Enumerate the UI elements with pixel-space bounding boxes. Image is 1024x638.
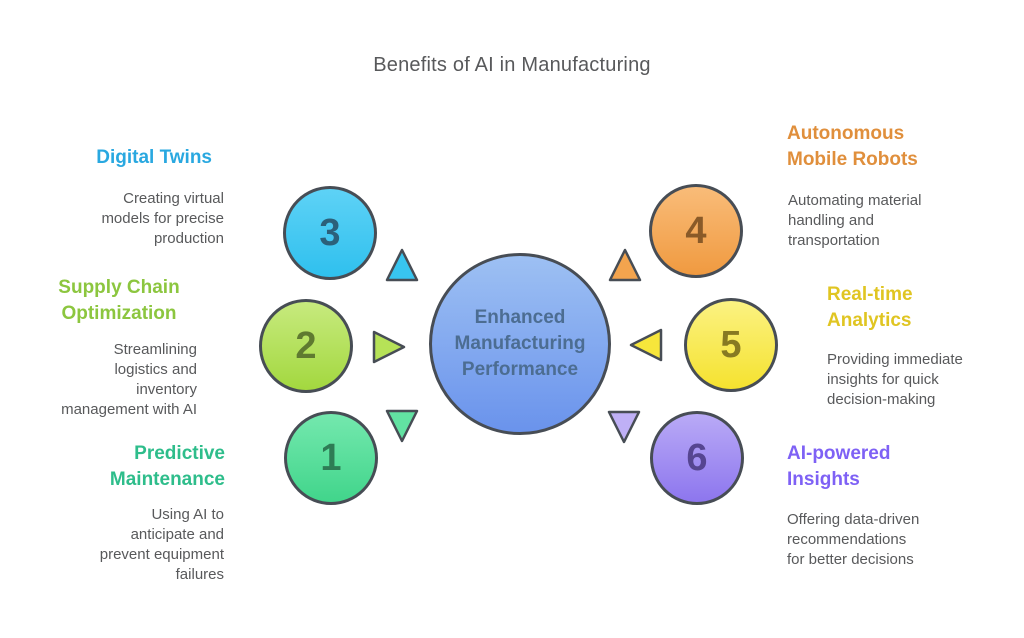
description-digital-twins: Creating virtual models for precise prod… xyxy=(101,190,224,247)
circle-6-ai-powered-insights: 6 xyxy=(650,411,744,505)
description-real-time-analytics: Providing immediate insights for quick d… xyxy=(827,351,963,408)
center-circle-enhanced-performance: Enhanced Manufacturing Performance xyxy=(429,253,611,435)
circle-4-autonomous-mobile-robots: 4 xyxy=(649,184,743,278)
circle-3-digital-twins: 3 xyxy=(283,186,377,280)
circle-4-number: 4 xyxy=(685,209,707,252)
circle-6-number: 6 xyxy=(686,436,708,479)
page-title: Benefits of AI in Manufacturing xyxy=(373,54,651,76)
circle-5-real-time-analytics: 5 xyxy=(684,298,778,392)
triangle-left-icon xyxy=(629,328,663,362)
triangle-up-icon xyxy=(385,248,419,282)
circle-1-predictive-maintenance: 1 xyxy=(284,411,378,505)
description-autonomous-mobile-robots: Automating material handling and transpo… xyxy=(788,192,922,249)
triangle-down-icon xyxy=(607,410,641,444)
description-predictive-maintenance: Using AI to anticipate and prevent equip… xyxy=(99,506,224,583)
heading-real-time-analytics: Real-time Analytics xyxy=(827,284,913,331)
heading-predictive-maintenance: Predictive Maintenance xyxy=(109,443,225,490)
circle-1-number: 1 xyxy=(320,436,342,479)
triangle-down-icon xyxy=(385,409,419,443)
circle-2-number: 2 xyxy=(295,324,317,367)
heading-ai-powered-insights: AI-powered Insights xyxy=(787,443,891,490)
description-ai-powered-insights: Offering data-driven recommendations for… xyxy=(787,511,920,568)
circle-5-number: 5 xyxy=(720,323,742,366)
circle-2-supply-chain: 2 xyxy=(259,299,353,393)
circle-3-number: 3 xyxy=(319,211,341,254)
heading-supply-chain-optimization: Supply Chain Optimization xyxy=(58,277,180,324)
triangle-right-icon xyxy=(372,330,406,364)
heading-autonomous-mobile-robots: Autonomous Mobile Robots xyxy=(787,123,918,170)
center-circle-label: Enhanced Manufacturing Performance xyxy=(454,307,586,380)
heading-digital-twins: Digital Twins xyxy=(96,147,212,168)
triangle-up-icon xyxy=(608,248,642,282)
description-supply-chain-optimization: Streamlining logistics and inventory man… xyxy=(61,341,197,418)
